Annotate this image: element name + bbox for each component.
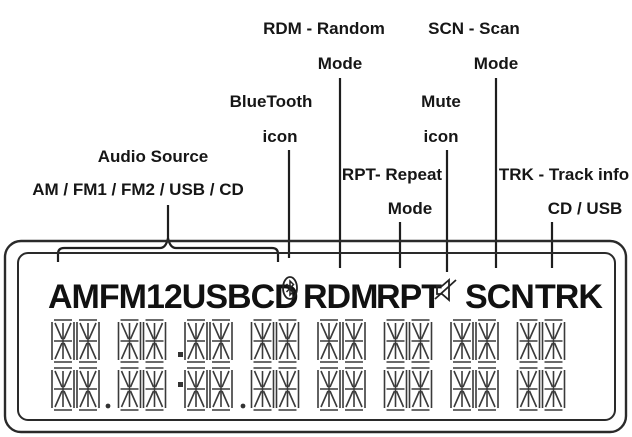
lcd-frame-outer bbox=[3, 239, 628, 434]
indicator-scn: SCN bbox=[465, 278, 534, 316]
annotation-trk: TRK - Track info CD / USB bbox=[499, 165, 629, 218]
segment-digit bbox=[475, 367, 499, 411]
segment-digit bbox=[209, 367, 233, 411]
rpt-label-mode: Mode bbox=[388, 199, 432, 218]
segment-digit bbox=[275, 367, 300, 411]
indicator-rpt: RPT bbox=[376, 278, 442, 316]
annotation-audio-source: Audio Source AM / FM1 / FM2 / USB / CD bbox=[32, 147, 244, 199]
segment-digit bbox=[117, 367, 142, 411]
segment-digit bbox=[383, 367, 408, 411]
colon-dot bbox=[178, 352, 183, 357]
speaker-mute-icon bbox=[434, 278, 457, 302]
segment-digit bbox=[76, 319, 100, 363]
segment-digit bbox=[142, 367, 167, 411]
bluetooth-label: BlueTooth bbox=[230, 92, 313, 111]
annotation-mute: Mute icon bbox=[421, 92, 461, 146]
leader-lines bbox=[56, 78, 554, 272]
segment-digit bbox=[342, 367, 366, 411]
segment-digit bbox=[117, 319, 142, 363]
lcd-frame-inner bbox=[17, 252, 616, 421]
segment-digit bbox=[317, 319, 341, 363]
segment-digit bbox=[184, 367, 208, 411]
segment-digit bbox=[142, 319, 167, 363]
segment-digit bbox=[541, 367, 566, 411]
mute-label: Mute bbox=[421, 92, 461, 111]
segment-digit bbox=[250, 367, 275, 411]
segment-digit bbox=[450, 319, 474, 363]
segment-digit bbox=[450, 367, 474, 411]
segment-digit bbox=[209, 319, 233, 363]
scn-label-mode: Mode bbox=[474, 54, 518, 73]
decimal-point bbox=[105, 403, 111, 409]
bluetooth-icon bbox=[282, 276, 298, 300]
segment-digit bbox=[516, 367, 541, 411]
indicator-source: AMFM12USBCD bbox=[48, 278, 298, 316]
scn-label: SCN - Scan bbox=[428, 19, 520, 38]
bluetooth-label-icon: icon bbox=[263, 127, 298, 146]
segment-digit bbox=[184, 319, 208, 363]
trk-label-source: CD / USB bbox=[548, 199, 623, 218]
segment-digit bbox=[76, 367, 100, 411]
segment-digit bbox=[516, 319, 541, 363]
annotation-rdm: RDM - Random Mode bbox=[263, 19, 385, 73]
segment-digit bbox=[51, 319, 75, 363]
segment-digit bbox=[408, 367, 433, 411]
audio-source-options: AM / FM1 / FM2 / USB / CD bbox=[32, 180, 244, 199]
segment-digit bbox=[51, 367, 75, 411]
colon-dot bbox=[178, 382, 183, 387]
segment-digit bbox=[383, 319, 408, 363]
trk-label: TRK - Track info bbox=[499, 165, 629, 184]
segment-digit bbox=[408, 319, 433, 363]
indicator-rdm: RDM bbox=[303, 278, 377, 316]
rdm-label: RDM - Random bbox=[263, 19, 385, 38]
annotation-rpt: RPT- Repeat Mode bbox=[342, 165, 442, 218]
annotation-bluetooth: BlueTooth icon bbox=[230, 92, 313, 146]
annotation-scn: SCN - Scan Mode bbox=[428, 19, 520, 73]
segment-digit bbox=[342, 319, 366, 363]
segment-digit bbox=[541, 319, 566, 363]
decimal-point bbox=[240, 403, 246, 409]
digit-grid bbox=[51, 319, 566, 411]
audio-source-label: Audio Source bbox=[98, 147, 209, 166]
segment-digit bbox=[250, 319, 275, 363]
rdm-label-mode: Mode bbox=[318, 54, 362, 73]
segment-digit bbox=[475, 319, 499, 363]
segment-digit bbox=[317, 367, 341, 411]
indicator-trk: TRK bbox=[535, 278, 603, 316]
segment-digit bbox=[275, 319, 300, 363]
mute-label-icon: icon bbox=[424, 127, 459, 146]
rpt-label: RPT- Repeat bbox=[342, 165, 442, 184]
